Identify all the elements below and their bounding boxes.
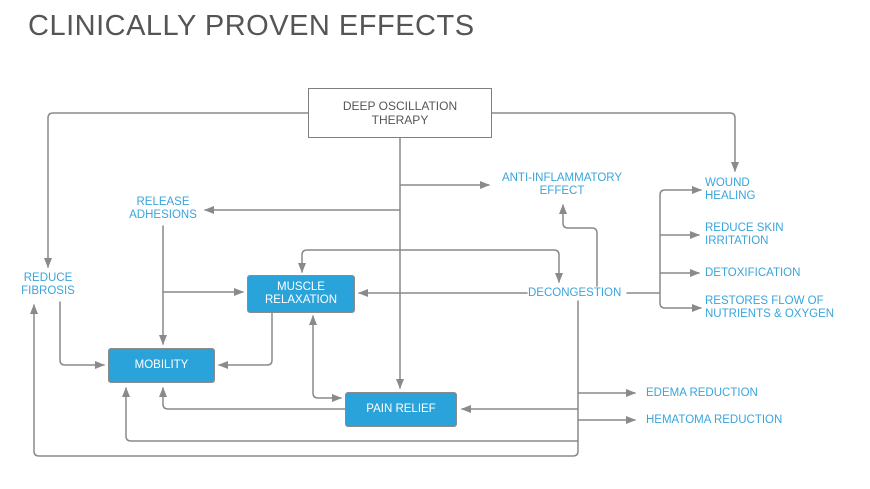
label-restores-flow: RESTORES FLOW OF NUTRIENTS & OXYGEN: [705, 295, 835, 320]
connector-muscle-relaxation-pain-relief-bidirectional: [309, 315, 342, 402]
label-anti-inflammatory-effect: ANTI-INFLAMMATORY EFFECT: [501, 172, 623, 197]
node-mobility: MOBILITY: [108, 348, 215, 383]
node-muscle-relaxation: MUSCLE RELAXATION: [247, 275, 355, 313]
label-detoxification: DETOXIFICATION: [705, 267, 801, 279]
connector-decongestion-to-reduce-fibrosis: [30, 300, 579, 457]
label-release-adhesions: RELEASE ADHESIONS: [129, 196, 197, 221]
node-deep-oscillation-therapy: DEEP OSCILLATION THERAPY: [308, 88, 492, 138]
connector-decongestion-to-anti-inflammatory: [559, 204, 598, 287]
label-hematoma-reduction: HEMATOMA REDUCTION: [646, 414, 783, 426]
label-edema-reduction: EDEMA REDUCTION: [646, 387, 758, 399]
connector-therapy-to-muscle-relaxation-and-decongestion: [298, 249, 563, 283]
connector-bracket-wound-healing-and-restores-flow: [659, 186, 702, 312]
connector-pain-relief-to-mobility: [159, 387, 346, 410]
label-decongestion: DECONGESTION: [528, 287, 622, 299]
connector-decongestion-to-mobility: [122, 387, 579, 442]
connector-reduce-fibrosis-to-mobility: [59, 301, 105, 369]
label-wound-healing: WOUND HEALING: [705, 177, 756, 202]
page-title: CLINICALLY PROVEN EFFECTS: [28, 10, 475, 42]
label-reduce-fibrosis: REDUCE FIBROSIS: [21, 272, 75, 297]
node-pain-relief: PAIN RELIEF: [345, 392, 457, 427]
connector-muscle-relaxation-to-mobility: [218, 312, 273, 369]
connector-therapy-to-reduce-fibrosis: [44, 112, 309, 268]
label-reduce-skin-irritation: REDUCE SKIN IRRITATION: [705, 222, 784, 247]
connector-therapy-to-wound-healing: [491, 112, 739, 172]
